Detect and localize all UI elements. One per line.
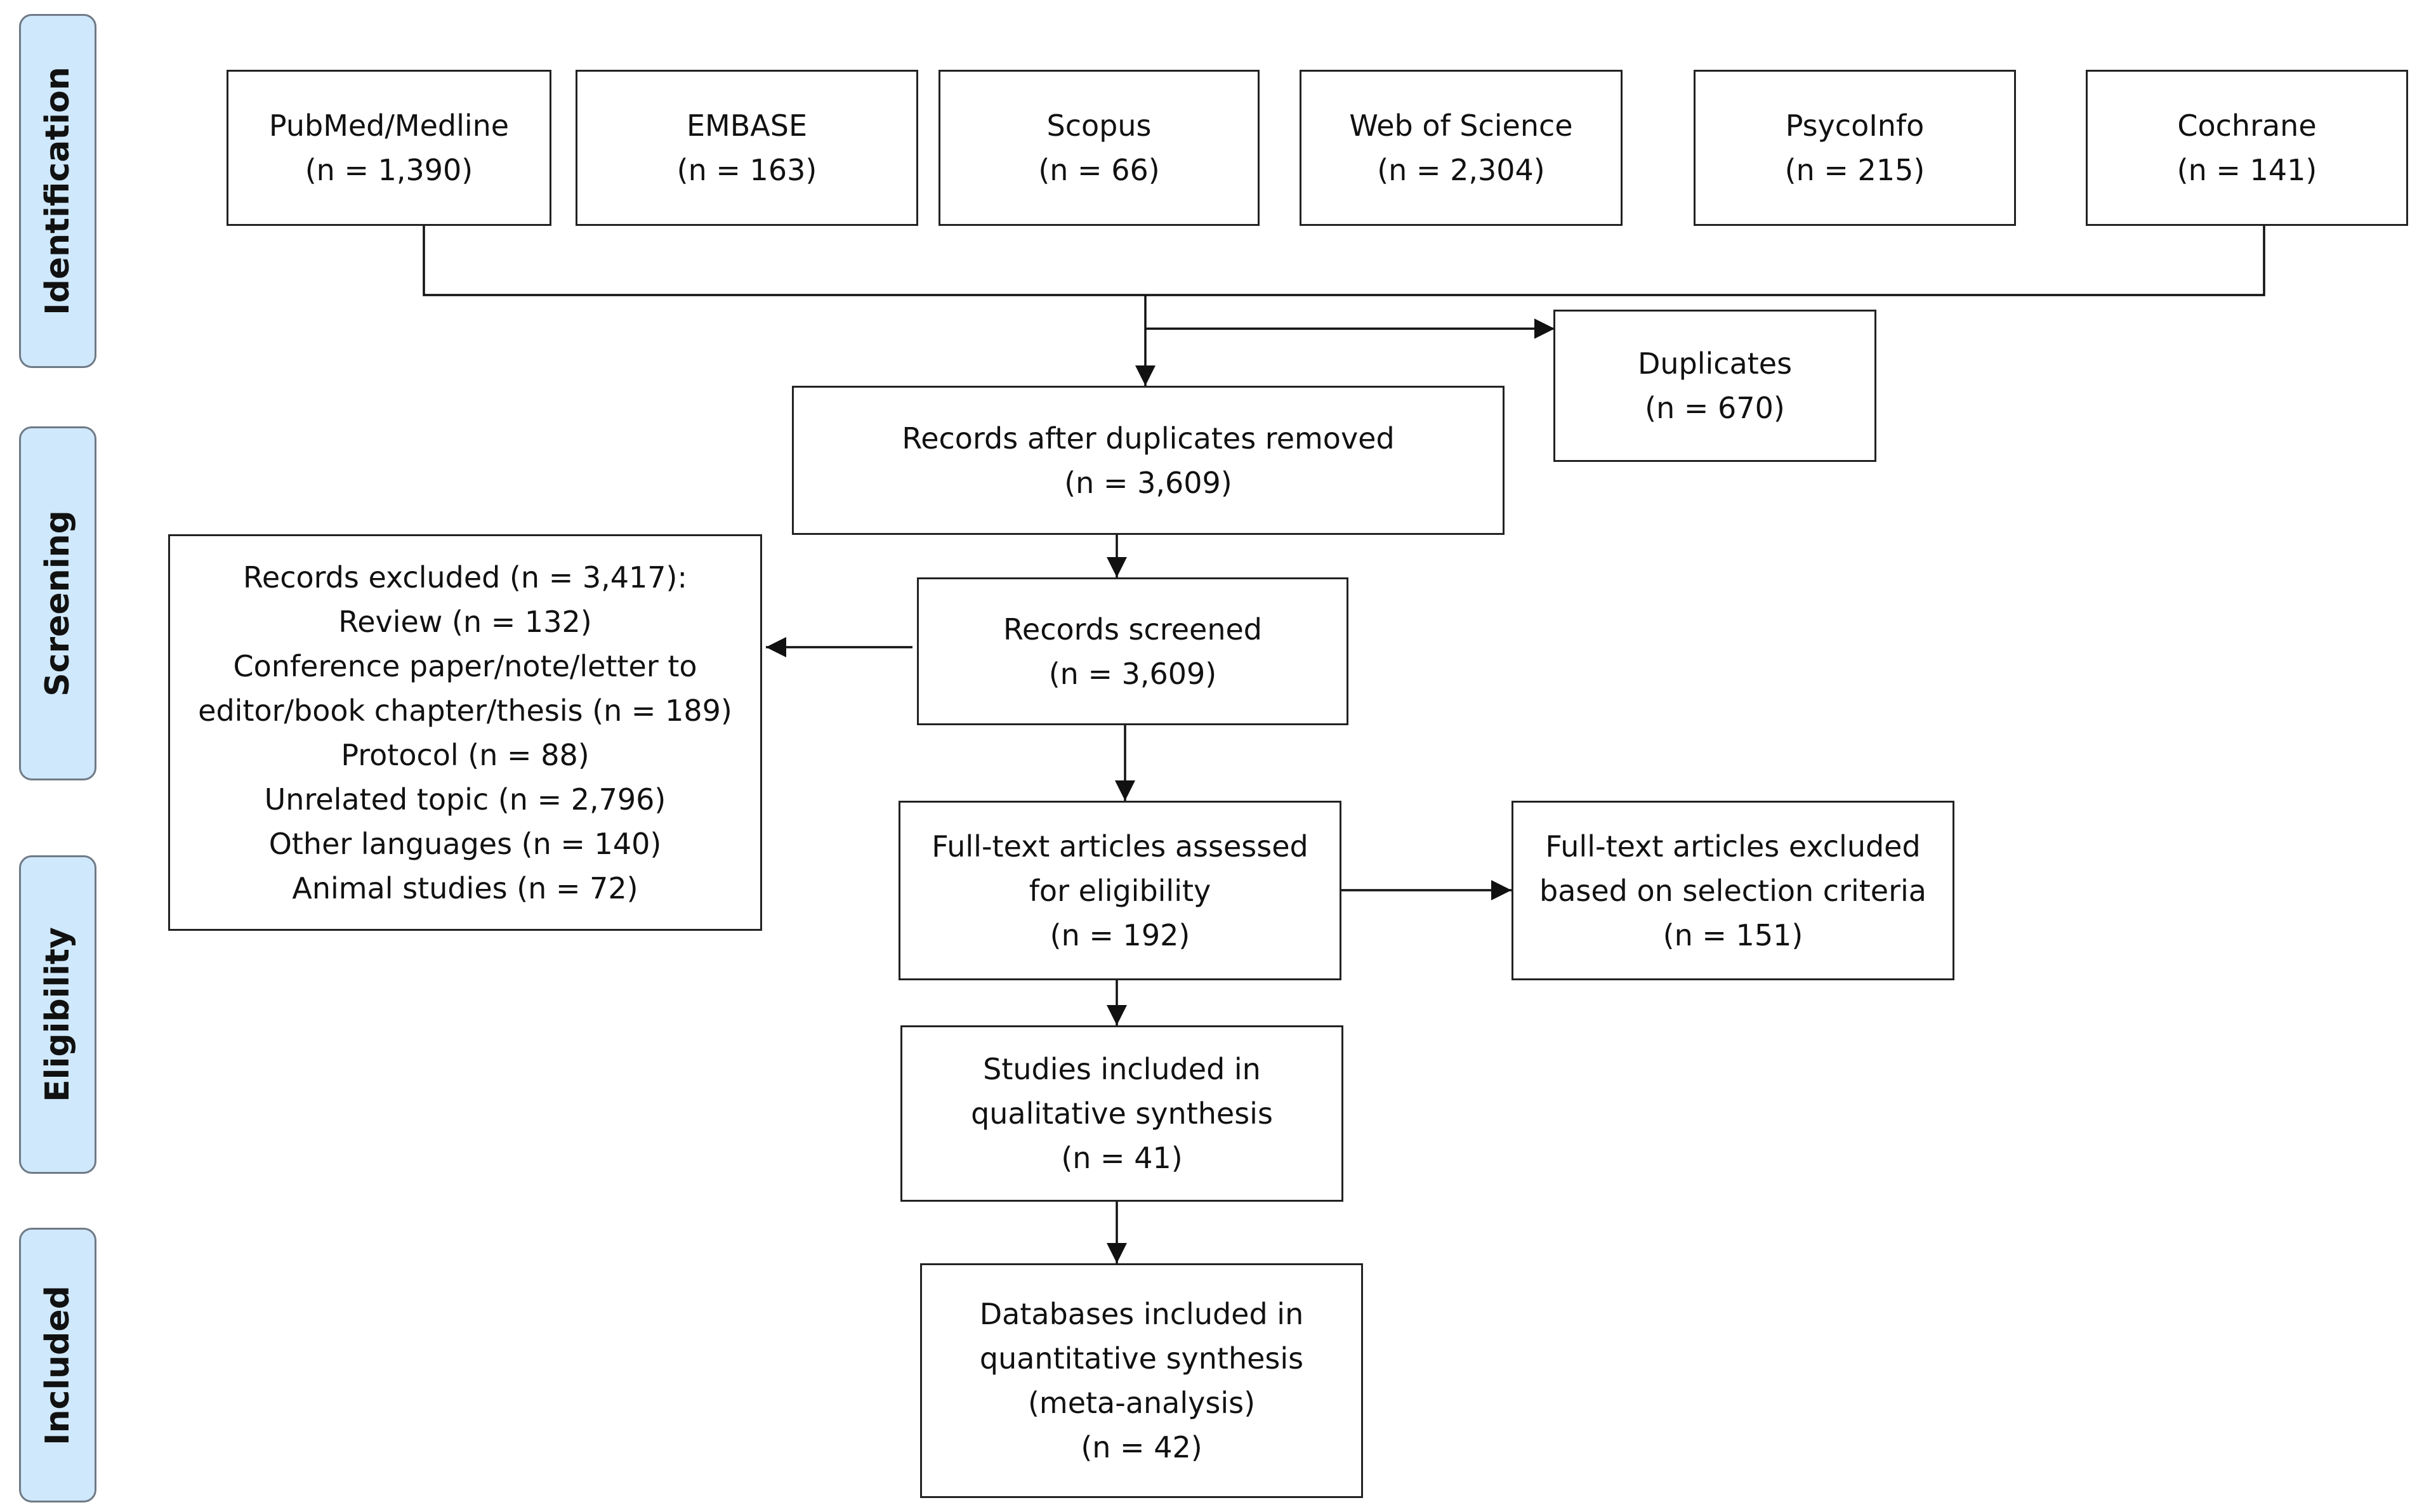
fulltext-excluded-box: Full-text articles excluded based on sel… xyxy=(1511,801,1954,980)
source-psycinfo-name: PsycoInfo xyxy=(1785,108,1925,143)
quantitative-line1: Databases included in xyxy=(979,1297,1304,1331)
source-pubmed-name: PubMed/Medline xyxy=(268,108,510,143)
quantitative-line3: (meta-analysis) xyxy=(1027,1386,1256,1420)
fulltext-assessed-line1: Full-text articles assessed xyxy=(932,829,1308,864)
records-excluded-box: Records excluded (n = 3,417): Review (n … xyxy=(168,534,762,931)
qualitative-line1: Studies included in xyxy=(983,1052,1261,1086)
after-duplicates-label: Records after duplicates removed xyxy=(902,421,1395,456)
quantitative-count: (n = 42) xyxy=(1081,1430,1202,1464)
screened-count: (n = 3,609) xyxy=(1048,656,1217,691)
excluded-line-languages: Other languages (n = 140) xyxy=(268,826,662,861)
excluded-line-conference-2: editor/book chapter/thesis (n = 189) xyxy=(198,693,732,728)
source-scopus: Scopus (n = 66) xyxy=(938,70,1260,226)
excluded-line-animal: Animal studies (n = 72) xyxy=(292,871,638,905)
stage-eligibility: Eligibility xyxy=(19,855,96,1174)
source-scopus-count: (n = 66) xyxy=(1038,153,1160,187)
stage-screening: Screening xyxy=(19,426,96,780)
after-duplicates-count: (n = 3,609) xyxy=(1064,465,1232,500)
fulltext-assessed-count: (n = 192) xyxy=(1050,917,1190,952)
stage-eligibility-label: Eligibility xyxy=(39,927,77,1102)
stage-included-label: Included xyxy=(39,1285,77,1445)
source-pubmed: PubMed/Medline (n = 1,390) xyxy=(227,70,551,226)
fulltext-assessed-line2: for eligibility xyxy=(1029,873,1211,908)
source-pubmed-count: (n = 1,390) xyxy=(305,153,473,187)
stage-identification-label: Identification xyxy=(39,67,77,315)
stage-included: Included xyxy=(19,1228,96,1502)
stage-identification: Identification xyxy=(19,14,96,368)
source-embase: EMBASE (n = 163) xyxy=(576,70,918,226)
qualitative-box: Studies included in qualitative synthesi… xyxy=(900,1025,1343,1202)
fulltext-excluded-line1: Full-text articles excluded xyxy=(1545,829,1921,864)
source-wos-count: (n = 2,304) xyxy=(1377,153,1545,187)
duplicates-label: Duplicates xyxy=(1637,346,1793,381)
excluded-line-review: Review (n = 132) xyxy=(338,604,592,639)
quantitative-box: Databases included in quantitative synth… xyxy=(920,1263,1363,1498)
excluded-line-unrelated: Unrelated topic (n = 2,796) xyxy=(264,782,666,817)
duplicates-count: (n = 670) xyxy=(1645,391,1785,425)
qualitative-count: (n = 41) xyxy=(1061,1141,1183,1175)
fulltext-assessed-box: Full-text articles assessed for eligibil… xyxy=(899,801,1341,980)
source-embase-name: EMBASE xyxy=(686,108,808,143)
source-cochrane-name: Cochrane xyxy=(2177,108,2317,143)
source-cochrane-count: (n = 141) xyxy=(2177,153,2317,187)
source-scopus-name: Scopus xyxy=(1046,108,1152,143)
quantitative-line2: quantitative synthesis xyxy=(979,1341,1304,1376)
collector-line xyxy=(423,226,2265,296)
screened-label: Records screened xyxy=(1003,612,1262,647)
source-psycinfo: PsycoInfo (n = 215) xyxy=(1694,70,2016,226)
source-wos-name: Web of Science xyxy=(1349,108,1573,143)
qualitative-line2: qualitative synthesis xyxy=(971,1096,1273,1131)
fulltext-excluded-count: (n = 151) xyxy=(1663,917,1803,952)
source-psycinfo-count: (n = 215) xyxy=(1784,153,1925,187)
source-embase-count: (n = 163) xyxy=(676,153,817,187)
source-web-of-science: Web of Science (n = 2,304) xyxy=(1300,70,1623,226)
excluded-line-protocol: Protocol (n = 88) xyxy=(341,737,589,772)
stage-screening-label: Screening xyxy=(39,510,77,697)
source-cochrane: Cochrane (n = 141) xyxy=(2086,70,2408,226)
screened-box: Records screened (n = 3,609) xyxy=(917,577,1348,725)
fulltext-excluded-line2: based on selection criteria xyxy=(1539,873,1926,908)
excluded-line-conference-1: Conference paper/note/letter to xyxy=(233,648,697,683)
after-duplicates-box: Records after duplicates removed (n = 3,… xyxy=(792,386,1505,535)
excluded-line-total: Records excluded (n = 3,417): xyxy=(243,560,687,595)
duplicates-box: Duplicates (n = 670) xyxy=(1553,310,1876,462)
